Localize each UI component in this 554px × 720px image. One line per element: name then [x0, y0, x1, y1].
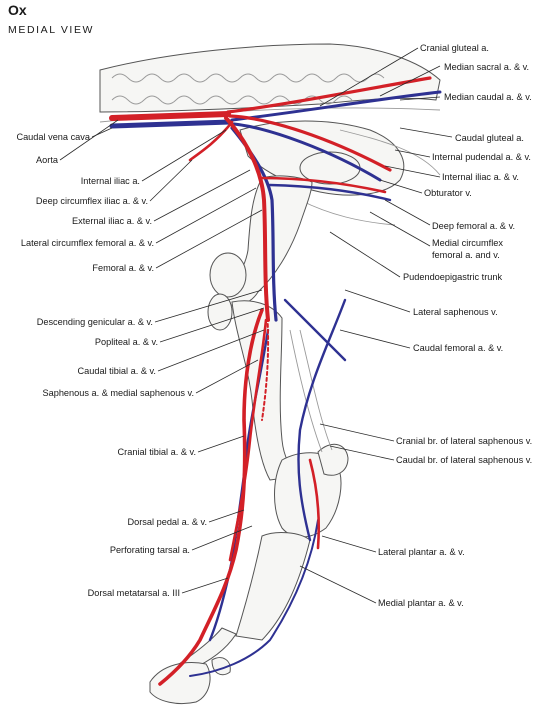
- median-caudal-vein-vessel: [230, 90, 442, 122]
- hoof: [149, 662, 211, 705]
- label-deep-femoral: Deep femoral a. & v.: [432, 221, 515, 231]
- label-saphenous: Saphenous a. & medial saphenous v.: [42, 388, 194, 398]
- caudal-femoral-vein-vessel: [283, 298, 347, 362]
- figure-subtitle: MEDIAL VIEW: [8, 24, 95, 36]
- label-internal-iliac-left: Internal iliac a.: [81, 176, 140, 186]
- label-median-caudal: Median caudal a. & v.: [444, 92, 532, 102]
- femoral-condyle: [209, 252, 247, 298]
- metatarsus: [235, 532, 311, 641]
- label-cranial-gluteal: Cranial gluteal a.: [420, 43, 489, 53]
- label-caudal-femoral: Caudal femoral a. & v.: [413, 343, 503, 353]
- label-medial-circumflex-line2: femoral a. and v.: [432, 250, 500, 260]
- label-aorta: Aorta: [36, 155, 59, 165]
- label-internal-pudendal: Internal pudendal a. & v.: [432, 152, 531, 162]
- label-lateral-saphenous: Lateral saphenous v.: [413, 307, 498, 317]
- arteries: [109, 76, 432, 686]
- vertebral-column: [99, 43, 441, 113]
- median-sacral-artery-vessel: [226, 76, 432, 114]
- lateral-plantar-artery-vessel: [308, 458, 321, 550]
- label-median-sacral: Median sacral a. & v.: [444, 62, 529, 72]
- label-femoral: Femoral a. & v.: [92, 263, 154, 273]
- figure-title: Ox: [8, 2, 27, 18]
- label-cranial-br-lateral-saphenous: Cranial br. of lateral saphenous v.: [396, 436, 532, 446]
- lateral-saphenous-vein-vessel: [297, 298, 347, 542]
- label-obturator: Obturator v.: [424, 188, 472, 198]
- label-medial-plantar: Medial plantar a. & v.: [378, 598, 464, 608]
- label-medial-circumflex-line1: Medial circumflex: [432, 238, 503, 248]
- labels: Cranial gluteal a. Median sacral a. & v.…: [16, 43, 532, 608]
- label-external-iliac: External iliac a. & v.: [72, 216, 152, 226]
- cranial-tibial-artery-vessel: [158, 308, 264, 686]
- vertebral-bodies: [111, 73, 385, 83]
- label-caudal-tibial: Caudal tibial a. & v.: [78, 366, 156, 376]
- label-cranial-tibial: Cranial tibial a. & v.: [118, 447, 196, 457]
- deep-circumflex-iliac-artery-vessel: [188, 120, 234, 162]
- femoral-artery-vessel: [224, 116, 270, 322]
- patella: [207, 293, 233, 331]
- deep-femoral-vein-vessel: [268, 183, 392, 202]
- label-dorsal-pedal: Dorsal pedal a. & v.: [128, 517, 208, 527]
- label-dorsal-metatarsal: Dorsal metatarsal a. III: [88, 588, 180, 598]
- saphenous-artery-vessel: [228, 318, 268, 562]
- aorta-vessel: [109, 111, 231, 121]
- popliteal-dashed-vessel: [261, 299, 270, 421]
- label-lateral-circumflex-femoral: Lateral circumflex femoral a. & v.: [21, 238, 154, 248]
- label-lateral-plantar: Lateral plantar a. & v.: [378, 547, 465, 557]
- label-deep-circumflex-iliac: Deep circumflex iliac a. & v.: [36, 196, 148, 206]
- internal-iliac-artery-vessel: [228, 114, 392, 172]
- label-internal-iliac-right: Internal iliac a. & v.: [442, 172, 519, 182]
- vertebral-processes: [111, 95, 353, 105]
- label-caudal-gluteal: Caudal gluteal a.: [455, 133, 524, 143]
- label-descending-genicular: Descending genicular a. & v.: [37, 317, 153, 327]
- label-pudendoepigastric: Pudendoepigastric trunk: [403, 272, 502, 282]
- deep-femoral-artery-vessel: [260, 176, 387, 194]
- leader-lines: [59, 47, 453, 604]
- plantar-vein-vessel: [189, 519, 319, 677]
- label-caudal-br-lateral-saphenous: Caudal br. of lateral saphenous v.: [396, 455, 532, 465]
- label-caudal-vena-cava: Caudal vena cava: [16, 132, 90, 142]
- label-popliteal: Popliteal a. & v.: [95, 337, 158, 347]
- label-perforating-tarsal: Perforating tarsal a.: [110, 545, 190, 555]
- caudal-vena-cava-vessel: [109, 119, 233, 129]
- internal-iliac-vein-vessel: [232, 122, 382, 182]
